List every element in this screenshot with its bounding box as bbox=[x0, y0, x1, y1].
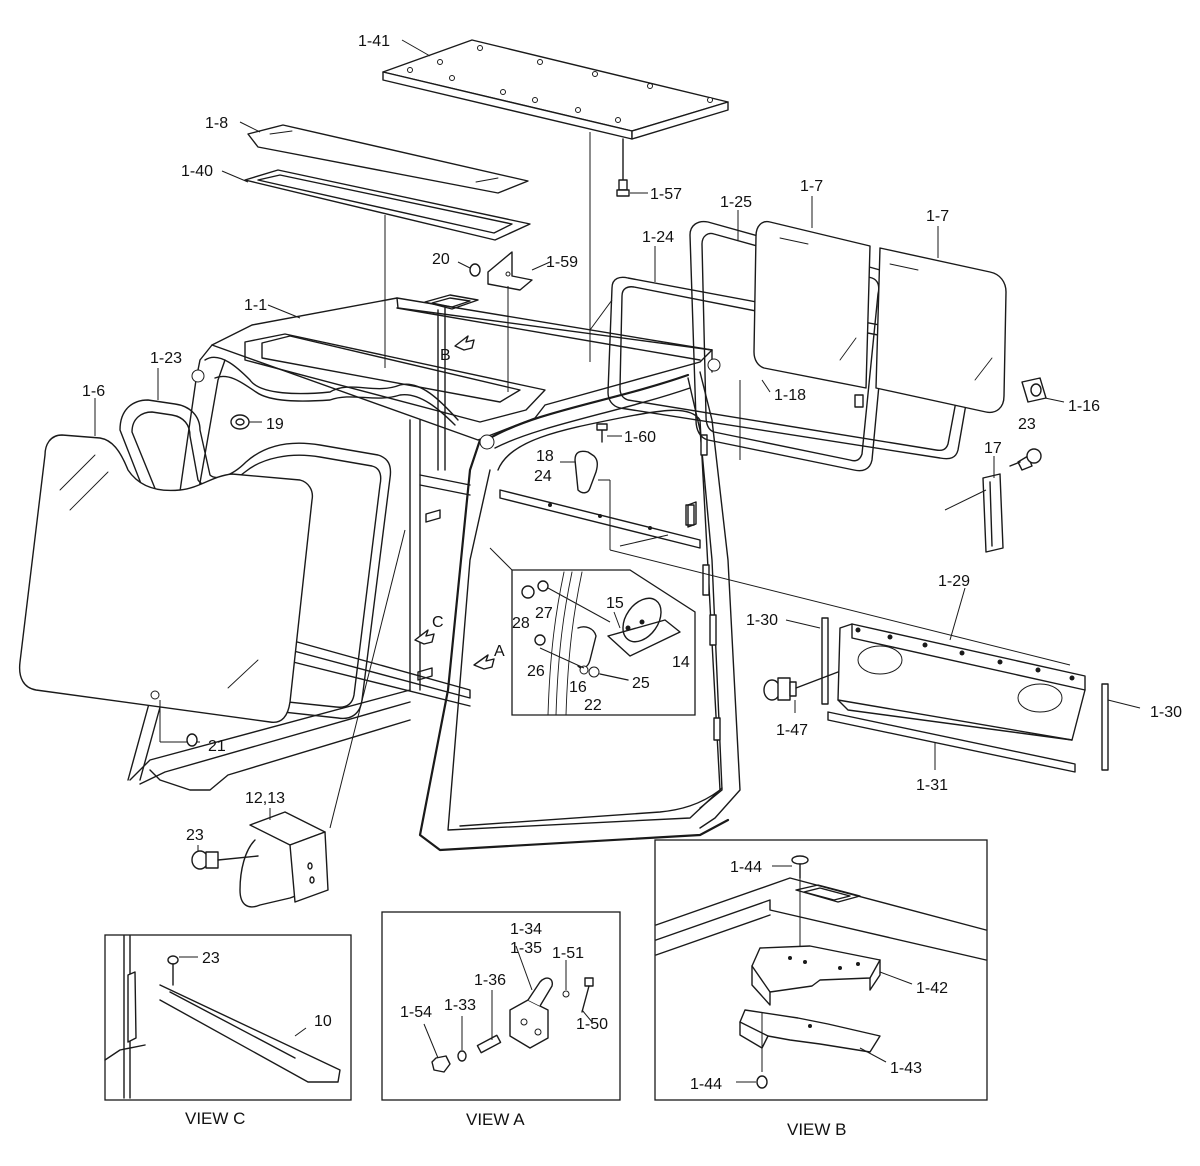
label-16: 16 bbox=[569, 679, 587, 696]
label-24: 24 bbox=[534, 468, 552, 485]
roof-glass-1-8 bbox=[247, 124, 529, 194]
arrow-c bbox=[414, 629, 435, 645]
label-a: A bbox=[494, 643, 505, 660]
label-26: 26 bbox=[527, 663, 545, 680]
label-1-57: 1-57 bbox=[650, 186, 682, 203]
roof-plate-1-41 bbox=[382, 39, 729, 140]
window-seal-1-24 bbox=[607, 276, 976, 460]
label-1-44a: 1-44 bbox=[730, 859, 762, 876]
label-17: 17 bbox=[984, 440, 1002, 457]
label-1-36: 1-36 bbox=[474, 972, 506, 989]
view-captions: VIEW C VIEW A VIEW B bbox=[185, 1109, 847, 1139]
caption-view-a: VIEW A bbox=[466, 1110, 525, 1129]
plug-20 bbox=[457, 261, 481, 277]
label-1-59: 1-59 bbox=[546, 254, 578, 271]
rear-panel-1-29 bbox=[837, 623, 1086, 741]
detail-box bbox=[489, 547, 696, 716]
label-1-42: 1-42 bbox=[916, 980, 948, 997]
label-27: 27 bbox=[535, 605, 553, 622]
label-1-30b: 1-30 bbox=[1150, 704, 1182, 721]
label-1-23: 1-23 bbox=[150, 350, 182, 367]
label-1-18: 1-18 bbox=[774, 387, 806, 404]
label-1-6: 1-6 bbox=[82, 383, 105, 400]
caption-view-c: VIEW C bbox=[185, 1109, 245, 1128]
label-1-40: 1-40 bbox=[181, 163, 213, 180]
sliding-glass-1-7b bbox=[875, 247, 1007, 414]
label-10: 10 bbox=[314, 1013, 332, 1030]
label-1-43: 1-43 bbox=[890, 1060, 922, 1077]
view-b-box bbox=[654, 839, 988, 1101]
label-28: 28 bbox=[512, 615, 530, 632]
label-20: 20 bbox=[432, 251, 450, 268]
label-19: 19 bbox=[266, 416, 284, 433]
bolt-21 bbox=[159, 700, 200, 747]
label-14: 14 bbox=[672, 654, 690, 671]
label-22: 22 bbox=[584, 697, 602, 714]
label-1-31: 1-31 bbox=[916, 777, 948, 794]
label-21: 21 bbox=[208, 738, 226, 755]
label-1-30a: 1-30 bbox=[746, 612, 778, 629]
strip-17 bbox=[944, 473, 1004, 553]
label-25: 25 bbox=[632, 675, 650, 692]
bolt-23-right bbox=[1009, 448, 1042, 471]
view-c-box bbox=[104, 934, 352, 1101]
bolt-1-60 bbox=[596, 423, 622, 443]
strip-1-30-right bbox=[1101, 683, 1141, 771]
bolt-23-left bbox=[191, 850, 259, 870]
label-1-54: 1-54 bbox=[400, 1004, 432, 1021]
bolt-1-57 bbox=[616, 138, 648, 197]
strip-1-30-left bbox=[785, 617, 829, 705]
label-c: C bbox=[432, 614, 444, 631]
label-1-51: 1-51 bbox=[552, 945, 584, 962]
label-1-44b: 1-44 bbox=[690, 1076, 722, 1093]
grommet-19 bbox=[230, 414, 262, 430]
label-1-25: 1-25 bbox=[720, 194, 752, 211]
latch-1-16 bbox=[1021, 377, 1065, 403]
label-23b: 23 bbox=[186, 827, 204, 844]
label-23c: 23 bbox=[202, 950, 220, 967]
label-1-41: 1-41 bbox=[358, 33, 390, 50]
label-1-33: 1-33 bbox=[444, 997, 476, 1014]
label-1-34: 1-34 bbox=[510, 921, 542, 938]
handle-18-24 bbox=[560, 450, 599, 494]
roof-seal-1-40 bbox=[244, 169, 531, 241]
label-1-47: 1-47 bbox=[776, 722, 808, 739]
side-glass-1-6 bbox=[18, 434, 314, 723]
arrow-a bbox=[473, 654, 495, 670]
cab-frame-1-1 bbox=[127, 294, 741, 852]
label-15: 15 bbox=[606, 595, 624, 612]
label-1-1: 1-1 bbox=[244, 297, 267, 314]
strip-1-31 bbox=[827, 711, 1076, 773]
label-1-60: 1-60 bbox=[624, 429, 656, 446]
label-23a: 23 bbox=[1018, 416, 1036, 433]
caption-view-b: VIEW B bbox=[787, 1120, 847, 1139]
bolt-1-47 bbox=[763, 671, 839, 713]
sliding-glass-1-7a bbox=[753, 220, 871, 408]
label-b: B bbox=[440, 347, 451, 364]
label-1-24: 1-24 bbox=[642, 229, 674, 246]
part-labels: 1-41 1-8 1-40 1-57 1-7 1-7 1-25 1-24 20 … bbox=[82, 33, 1182, 1093]
window-frame-1-25 bbox=[689, 220, 890, 472]
label-18: 18 bbox=[536, 448, 554, 465]
label-1-7a: 1-7 bbox=[800, 178, 823, 195]
view-a-box bbox=[381, 911, 621, 1101]
label-1-7b: 1-7 bbox=[926, 208, 949, 225]
bracket-12-13 bbox=[239, 529, 406, 908]
label-1-16: 1-16 bbox=[1068, 398, 1100, 415]
label-1-35: 1-35 bbox=[510, 940, 542, 957]
bracket-1-59 bbox=[487, 251, 551, 392]
label-12-13: 12,13 bbox=[245, 790, 285, 807]
label-1-50: 1-50 bbox=[576, 1016, 608, 1033]
label-1-8: 1-8 bbox=[205, 115, 228, 132]
arrow-b bbox=[454, 335, 475, 351]
label-1-29: 1-29 bbox=[938, 573, 970, 590]
